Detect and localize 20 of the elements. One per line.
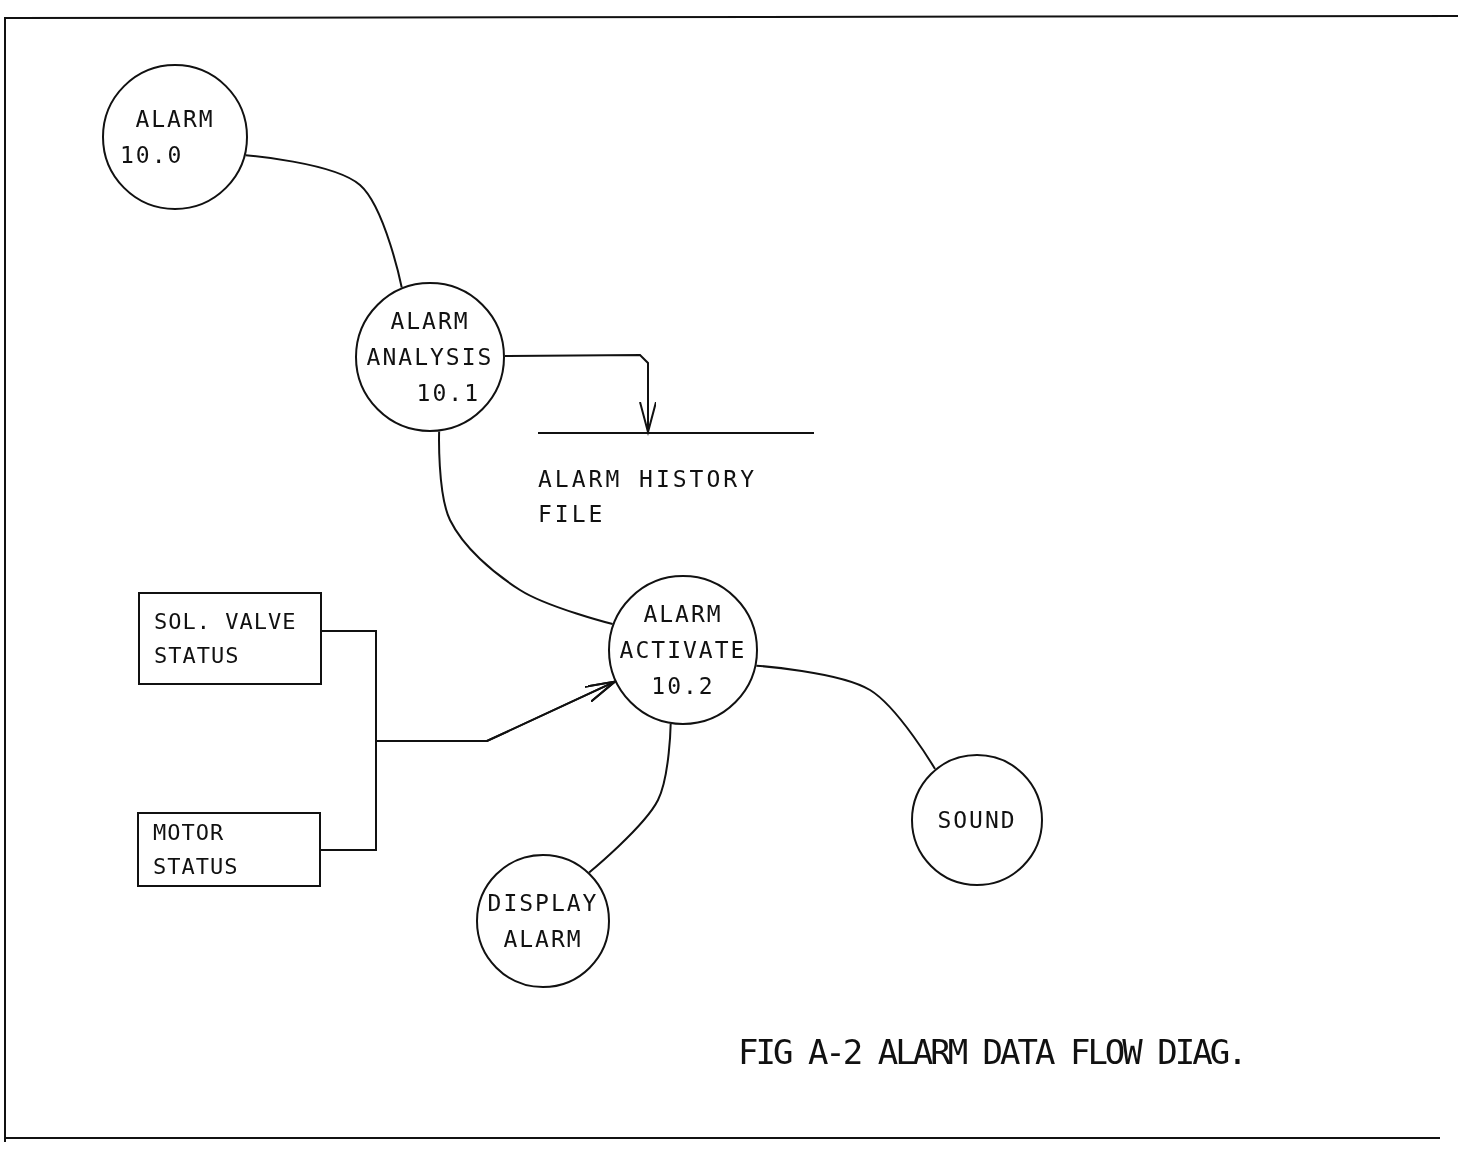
- node-label: 10.2: [650, 672, 716, 701]
- node-label: SOUND: [936, 806, 1018, 835]
- node-label: SOL. VALVE STATUS: [154, 607, 298, 670]
- figure-caption: FIG A-2 ALARM DATA FLOW DIAG.: [738, 1032, 1245, 1072]
- node-label: ALARM ACTIVATE: [618, 600, 748, 665]
- node-label: ALARM HISTORY FILE: [538, 465, 758, 529]
- external-entity-box: [138, 592, 322, 685]
- external-entity-box: [137, 812, 321, 887]
- node-label: DISPLAY ALARM: [486, 889, 600, 954]
- flow-arrow: [320, 680, 616, 851]
- flow-line: [755, 664, 937, 771]
- node-label: ALARM ANALYSIS: [365, 307, 495, 372]
- flow-line: [438, 430, 614, 626]
- node-label: MOTOR STATUS: [153, 818, 240, 881]
- flow-line: [244, 154, 403, 289]
- flow-line: [588, 723, 672, 874]
- node-label: ALARM: [134, 105, 216, 134]
- node-label: 10.1: [415, 379, 480, 408]
- flow-arrow: [504, 354, 657, 433]
- node-label: 10.0: [120, 141, 185, 170]
